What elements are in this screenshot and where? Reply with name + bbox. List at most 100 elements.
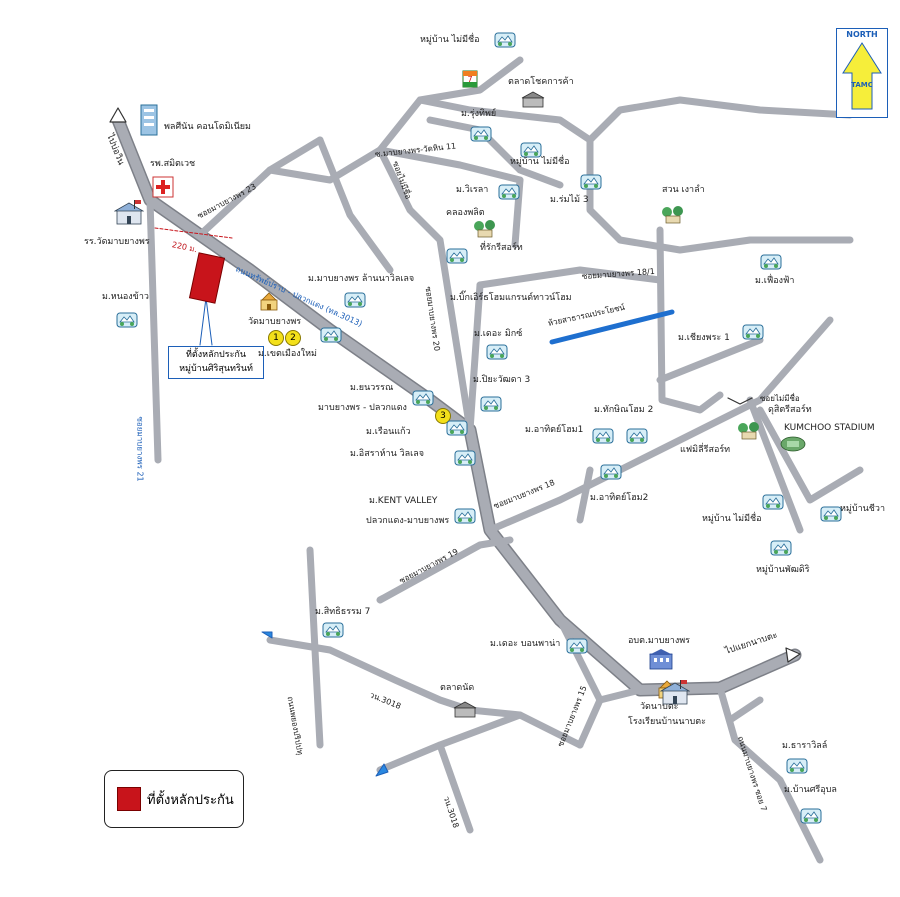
road-label-soi-21: ซอยมาบยางพร 21 bbox=[135, 416, 145, 482]
place-label-m-fang-fa: ม.เฟื่องฟ้า bbox=[755, 276, 795, 286]
svg-text:7: 7 bbox=[467, 75, 472, 84]
place-label-khlong-phlit: คลองพลิต bbox=[446, 208, 485, 218]
place-label-m-anusith2: ม.อาทิตย์โฮม2 bbox=[590, 493, 649, 503]
house-icon bbox=[600, 462, 622, 484]
place-label-wat-mabyang: วัดมาบยางพร bbox=[248, 317, 302, 327]
arrow-soi-right bbox=[727, 397, 753, 405]
house-icon bbox=[580, 172, 602, 194]
place-label-m-rommai: ม.ร่มไม้ 3 bbox=[550, 195, 589, 205]
house-icon bbox=[762, 492, 784, 514]
callout-line bbox=[199, 297, 213, 346]
place-label-m-kent-valley2: ปลวกแดง-มาบยางพร bbox=[366, 516, 450, 526]
place-label-m-rungthip: ม.รุ่งทิพย์ bbox=[461, 109, 497, 119]
property-callout-line2: หมู่บ้านศิริสุนทรินท์ bbox=[179, 363, 253, 374]
place-label-school1: รร.วัดมาบยางพร bbox=[84, 237, 150, 247]
temple-icon bbox=[256, 292, 282, 316]
place-label-m-mabyang-lanna: ม.มาบยางพร ล้านนาวิลเลจ bbox=[308, 274, 415, 284]
property-callout-line1: ที่ตั้งหลักประกัน bbox=[185, 350, 247, 360]
place-label-m-anusith: ม.อาทิตย์โฮม1 bbox=[525, 425, 584, 435]
place-label-m-the-mix: ม.เดอะ มิกซ์ bbox=[474, 329, 523, 339]
place-label-m-mabyang-ploek: ม.ยนวรรณ bbox=[350, 383, 394, 393]
arrow-right-head bbox=[785, 647, 801, 663]
house-icon bbox=[498, 182, 520, 204]
house-icon bbox=[454, 448, 476, 470]
place-label-m-tak-kin: ม.ทักษิณโฮม 2 bbox=[594, 405, 654, 415]
house-icon bbox=[320, 325, 342, 347]
place-label-factory: พลศีนัน คอนโดมิเนียม bbox=[164, 122, 251, 132]
property-callout: ที่ตั้งหลักประกัน หมู่บ้านศิริสุนทรินท์ bbox=[168, 346, 264, 379]
house-icon bbox=[820, 504, 842, 526]
house-icon bbox=[446, 418, 468, 440]
resort-icon bbox=[660, 204, 686, 228]
place-label-suan-ngoen: สวน เงาลำ bbox=[662, 185, 705, 195]
place-label-m-no-name-top: หมู่บ้าน ไม่มีชื่อ bbox=[420, 35, 480, 45]
place-label-m-thani: ม.ธาราวิลล์ bbox=[782, 741, 828, 751]
house-icon bbox=[412, 388, 434, 410]
house-icon bbox=[446, 246, 468, 268]
house-icon bbox=[486, 342, 508, 364]
arrow-bottom-left-head bbox=[375, 763, 389, 777]
house-icon bbox=[626, 426, 648, 448]
stadium-icon bbox=[780, 436, 806, 456]
resort-icon bbox=[472, 218, 498, 242]
house-icon bbox=[770, 538, 792, 560]
house-icon bbox=[800, 806, 822, 828]
house-icon bbox=[454, 506, 476, 528]
north-sub-label: TAMC bbox=[851, 81, 873, 89]
place-label-m-nong-khao: ม.หนองข้าว bbox=[102, 292, 149, 302]
hospital-icon bbox=[152, 176, 174, 202]
house-icon bbox=[592, 426, 614, 448]
house-icon bbox=[520, 140, 542, 162]
place-label-m-wisela: ม.วิเรลา bbox=[456, 185, 489, 195]
place-label-m-pioneer: ม.ปิยะวัฒดา 3 bbox=[473, 375, 531, 385]
house-icon bbox=[786, 756, 808, 778]
place-label-m-mabyang-ploek2: มาบยางพร - ปลวกแดง bbox=[318, 403, 407, 413]
place-label-resort-right2: แฟมิลี่รีสอร์ท bbox=[680, 445, 731, 455]
place-label-m-chiwa: หมู่บ้านชีวา bbox=[840, 504, 885, 514]
place-label-m-sithamma: ม.สิทธิธรรม 7 bbox=[315, 607, 371, 617]
arrow-left-head bbox=[261, 631, 273, 639]
place-label-m-ruan-kaew: ม.เรือนแก้ว bbox=[366, 427, 411, 437]
place-label-kumchoo: KUMCHOO STADIUM bbox=[784, 423, 875, 433]
place-label-m-sitrathan: ม.อิสราห์าน วิลเลจ bbox=[350, 449, 425, 459]
place-label-school-nabta: โรงเรียนบ้านนาบตะ bbox=[628, 717, 706, 727]
place-label-m-bigwood: ม.บิ๊กเอิร์ธโฮมแกรนด์ทาวน์โฮม bbox=[450, 293, 572, 303]
house-icon bbox=[760, 252, 782, 274]
badge-2: 2 bbox=[285, 330, 301, 346]
house-icon bbox=[344, 290, 366, 312]
place-label-wat-nabta: วัดนาบตะ bbox=[640, 702, 679, 712]
office-icon bbox=[648, 648, 674, 674]
place-label-market-bottom: ตลาดนัด bbox=[440, 683, 475, 693]
place-label-m-phuttiri: หมู่บ้านพัฒดิริ bbox=[756, 565, 810, 575]
road-label-soi-no-name-2: ซอยไม่มีชื่อ bbox=[760, 394, 800, 403]
market-icon bbox=[520, 90, 546, 112]
legend: ที่ตั้งหลักประกัน bbox=[104, 770, 244, 828]
north-arrow: NORTH TAMC bbox=[836, 28, 888, 118]
house-icon bbox=[322, 620, 344, 642]
house-icon bbox=[494, 30, 516, 52]
canal-line bbox=[549, 309, 675, 345]
house-icon bbox=[566, 636, 588, 658]
place-label-m-no-name-mid: หมู่บ้าน ไม่มีชื่อ bbox=[510, 157, 570, 167]
secondary-roads bbox=[146, 56, 864, 864]
north-label: NORTH bbox=[846, 30, 878, 39]
building-icon bbox=[140, 104, 158, 140]
place-label-m-sirinut: ม.บ้านศรีอุบล bbox=[784, 785, 837, 795]
legend-swatch bbox=[117, 787, 141, 811]
badge-1: 1 bbox=[268, 330, 284, 346]
arrow-top-left-head bbox=[109, 107, 127, 123]
north-arrow-icon bbox=[842, 42, 882, 110]
place-label-m-no-name-right: หมู่บ้าน ไม่มีชื่อ bbox=[702, 514, 762, 524]
place-label-hospital: รพ.สมิตเวช bbox=[150, 159, 196, 169]
place-label-market-top: ตลาดโชคการค้า bbox=[508, 77, 574, 87]
place-label-resort-top: ที่รักรีสอร์ท bbox=[480, 243, 523, 253]
market-icon bbox=[452, 700, 478, 722]
place-label-m-the-home: ม.เดอะ บอนพาน่า bbox=[490, 639, 561, 649]
property-marker bbox=[188, 252, 226, 304]
house-icon bbox=[742, 322, 764, 344]
house-icon bbox=[116, 310, 138, 332]
place-label-obt: อบต.มาบยางพร bbox=[628, 636, 691, 646]
place-label-m-kent-valley: ม.KENT VALLEY bbox=[369, 496, 438, 506]
